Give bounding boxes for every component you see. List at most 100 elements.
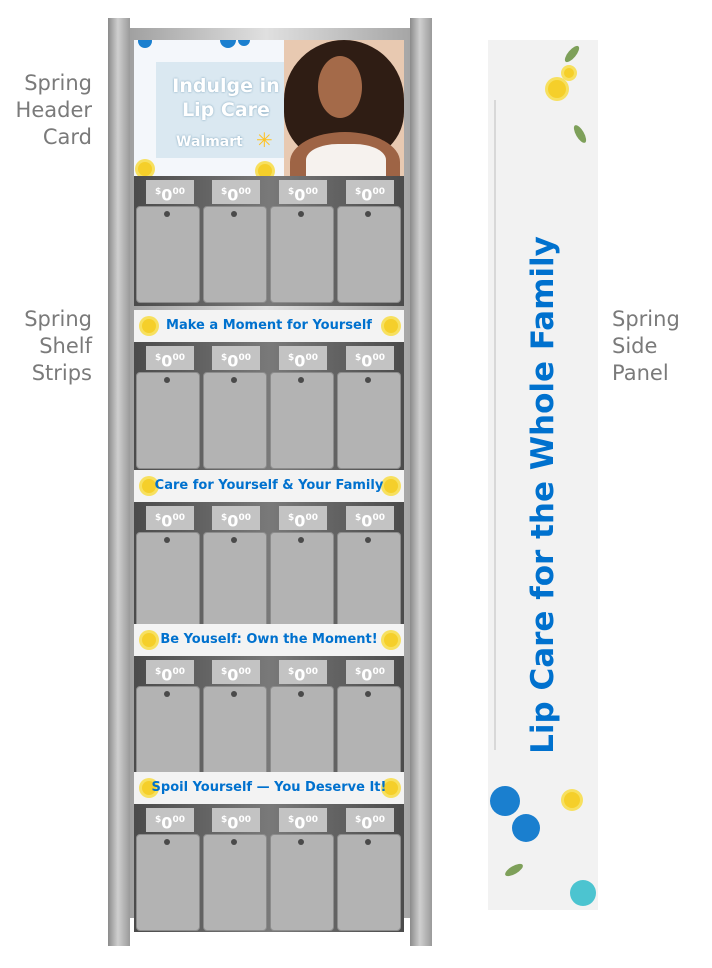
peg-hole <box>298 377 304 383</box>
price-cents: 00 <box>172 815 185 825</box>
price-symbol: $ <box>155 815 162 825</box>
flower-icon <box>384 633 398 647</box>
price-dollars: 0 <box>161 185 173 205</box>
price-dollars: 0 <box>361 665 373 685</box>
price-symbol: $ <box>355 815 362 825</box>
shelf-strip: Spoil Yourself — You Deserve It! <box>134 772 404 804</box>
peg-hole <box>365 839 371 845</box>
price-label: $000 <box>146 808 194 835</box>
price-cents: 00 <box>172 513 185 523</box>
label-header-card: Spring Header Card <box>15 71 92 149</box>
shelf-strip-text: Care for Yourself & Your Family <box>154 478 384 493</box>
peg-hole <box>231 839 237 845</box>
price-cents: 00 <box>372 667 385 677</box>
price-label: $000 <box>212 346 260 373</box>
peg-hole <box>164 211 170 217</box>
decor-dot <box>238 40 250 46</box>
header-card: Indulge in Lip Care Walmart ✳ <box>134 40 404 176</box>
leaf-icon <box>503 861 525 879</box>
product-package <box>270 372 334 469</box>
flower-icon <box>548 80 566 98</box>
price-dollars: 0 <box>227 813 239 833</box>
peg-hole <box>365 691 371 697</box>
price-tag: $000 <box>279 180 327 204</box>
peg-hole <box>365 377 371 383</box>
right-upright <box>410 18 432 946</box>
price-dollars: 0 <box>227 351 239 371</box>
price-cents: 00 <box>305 353 318 363</box>
price-label: $000 <box>212 506 260 533</box>
price-tag: $000 <box>146 660 194 684</box>
price-label: $000 <box>146 660 194 687</box>
product-package <box>270 532 334 629</box>
price-tag: $000 <box>212 660 260 684</box>
decor-dot <box>570 880 596 906</box>
price-dollars: 0 <box>361 185 373 205</box>
price-cents: 00 <box>238 667 251 677</box>
product-package <box>203 372 267 469</box>
price-tag: $000 <box>346 506 394 530</box>
peg-hole <box>231 211 237 217</box>
flower-icon <box>142 319 156 333</box>
price-symbol: $ <box>288 187 295 197</box>
product-package <box>337 686 401 783</box>
price-label: $000 <box>146 346 194 373</box>
price-dollars: 0 <box>294 185 306 205</box>
flower-icon <box>384 479 398 493</box>
price-cents: 00 <box>372 513 385 523</box>
model-photo <box>284 40 404 176</box>
price-cents: 00 <box>305 815 318 825</box>
flower-icon <box>142 633 156 647</box>
peg-hole <box>298 839 304 845</box>
price-symbol: $ <box>155 187 162 197</box>
price-label: $000 <box>346 506 394 533</box>
price-label: $000 <box>279 346 327 373</box>
price-symbol: $ <box>221 667 228 677</box>
price-label: $000 <box>346 660 394 687</box>
price-dollars: 0 <box>161 511 173 531</box>
product-package <box>270 686 334 783</box>
product-package <box>136 372 200 469</box>
price-label: $000 <box>346 808 394 835</box>
product-package <box>337 206 401 303</box>
label-shelf-strips: Spring Shelf Strips <box>24 307 92 385</box>
shelf-strip-text: Be Youself: Own the Moment! <box>160 632 378 647</box>
decor-dot <box>512 814 540 842</box>
side-panel-headline: Lip Care for the Whole Family <box>525 236 561 754</box>
price-tag: $000 <box>212 180 260 204</box>
price-label: $000 <box>146 506 194 533</box>
decor-dot <box>220 40 236 48</box>
price-label: $000 <box>212 180 260 207</box>
price-cents: 00 <box>305 187 318 197</box>
price-symbol: $ <box>221 513 228 523</box>
flower-icon <box>564 792 580 808</box>
product-package <box>337 532 401 629</box>
product-package <box>203 686 267 783</box>
price-cents: 00 <box>305 667 318 677</box>
price-symbol: $ <box>221 187 228 197</box>
price-tag: $000 <box>146 506 194 530</box>
price-dollars: 0 <box>161 351 173 371</box>
header-headline: Indulge in Lip Care <box>172 75 280 121</box>
price-symbol: $ <box>221 353 228 363</box>
walmart-logo-text: Walmart <box>176 134 243 150</box>
leaf-icon <box>571 123 589 145</box>
price-cents: 00 <box>238 353 251 363</box>
price-dollars: 0 <box>294 351 306 371</box>
side-panel: Lip Care for the Whole Family <box>488 40 598 910</box>
price-dollars: 0 <box>361 813 373 833</box>
price-tag: $000 <box>212 506 260 530</box>
price-cents: 00 <box>238 513 251 523</box>
price-tag: $000 <box>146 346 194 370</box>
price-label: $000 <box>346 346 394 373</box>
price-tag: $000 <box>279 346 327 370</box>
peg-hole <box>164 537 170 543</box>
decor-dot <box>138 40 152 48</box>
price-tag: $000 <box>346 808 394 832</box>
product-package <box>270 206 334 303</box>
price-label: $000 <box>279 808 327 835</box>
peg-hole <box>298 537 304 543</box>
price-dollars: 0 <box>227 185 239 205</box>
price-cents: 00 <box>372 187 385 197</box>
flower-icon <box>564 68 574 78</box>
